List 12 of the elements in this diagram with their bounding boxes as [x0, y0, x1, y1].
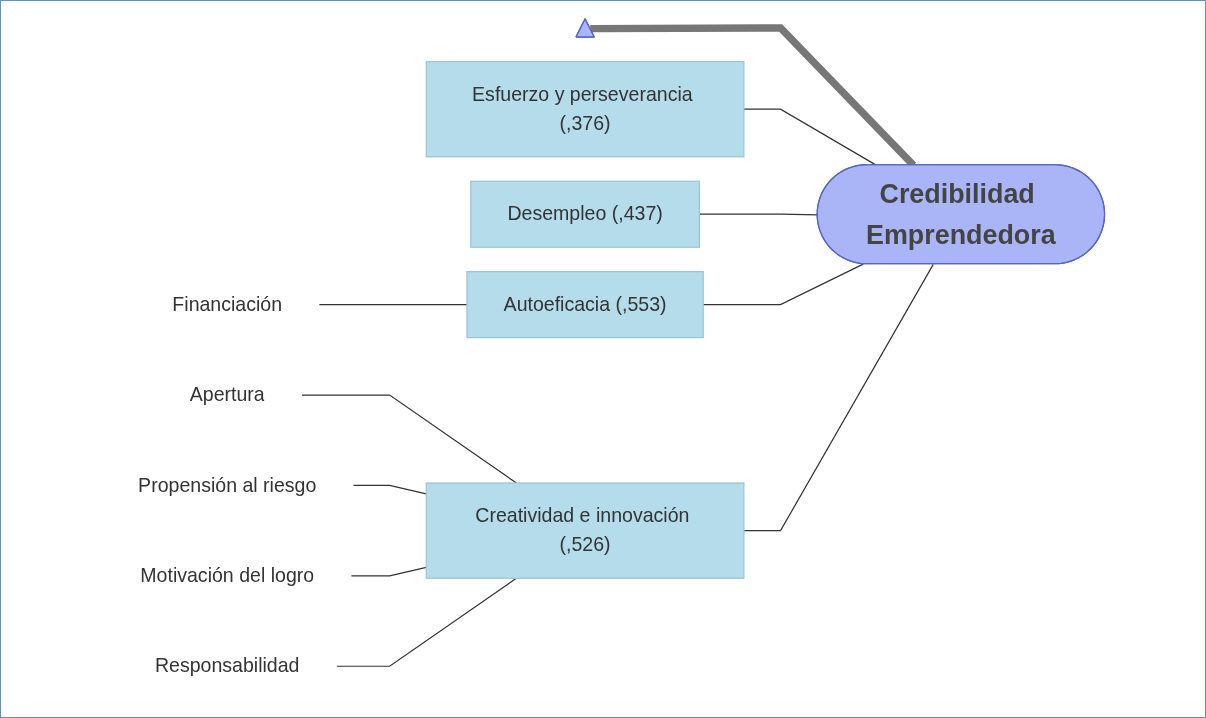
connector [350, 566, 427, 577]
node-box: Creatividad e innovación (,526) [425, 482, 745, 579]
connector [352, 484, 427, 495]
node-box: Desempleo (,437) [470, 180, 700, 248]
node-box: Autoeficacia (,553) [466, 271, 704, 339]
node-box: Esfuerzo y perseverancia (,376) [425, 60, 745, 158]
node-text: Propensión al riesgo [138, 474, 317, 496]
node-text: Apertura [189, 384, 265, 405]
connector [743, 263, 934, 532]
node-text: Motivación del logro [140, 564, 315, 586]
node-text: Financiación [172, 293, 283, 315]
node-text: Responsabilidad [154, 655, 300, 677]
